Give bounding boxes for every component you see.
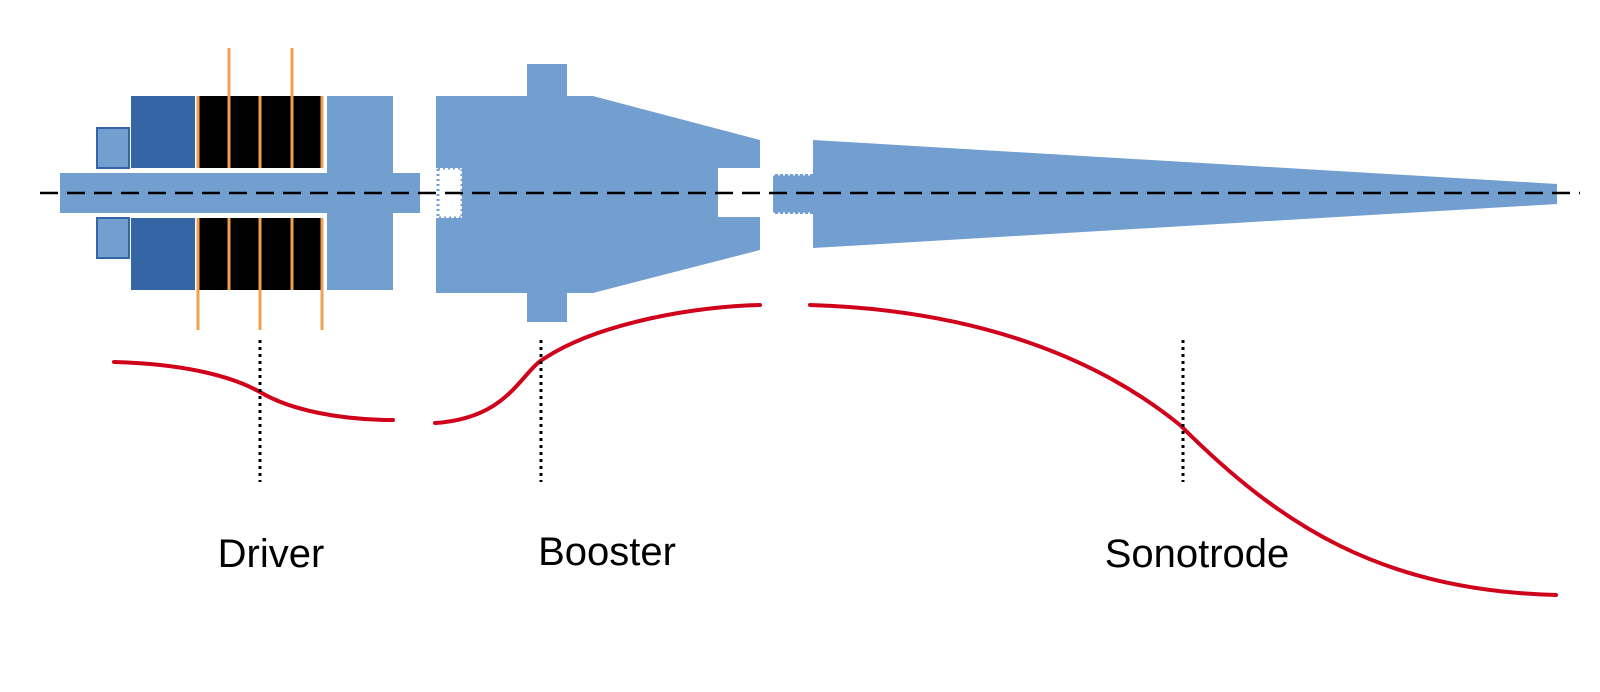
sonotrode-label: Sonotrode — [1105, 532, 1290, 576]
driver — [60, 48, 420, 330]
driver-label: Driver — [218, 532, 325, 576]
driver-electrodes — [196, 48, 324, 330]
driver-nut-top — [96, 127, 130, 169]
booster-label: Booster — [538, 530, 676, 574]
driver-nut-bottom — [96, 217, 130, 259]
node-markers — [258, 340, 1185, 482]
driver-displacement-curve — [112, 360, 395, 422]
booster-displacement-curve — [433, 303, 762, 425]
sonotrode-displacement-curve — [808, 303, 1558, 597]
displacement-curve — [112, 303, 1558, 597]
driver-backmass-bottom — [131, 218, 195, 290]
driver-backmass-top — [131, 96, 195, 168]
